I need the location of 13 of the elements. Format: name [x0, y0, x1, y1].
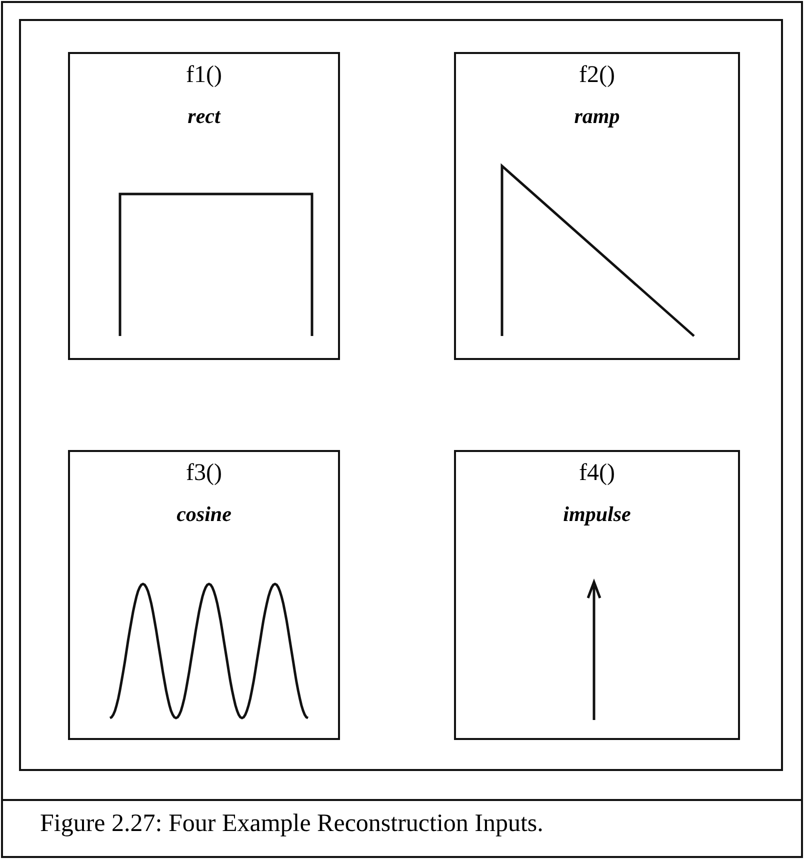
- waveform-name: cosine: [176, 502, 232, 527]
- waveform-name: impulse: [563, 502, 631, 527]
- function-box: [454, 52, 740, 360]
- function-name: f4(): [579, 460, 615, 487]
- function-box: [454, 450, 740, 740]
- waveform-name: rect: [188, 104, 220, 129]
- waveform-name: ramp: [574, 104, 620, 129]
- function-name: f3(): [186, 460, 222, 487]
- function-name: f1(): [186, 62, 222, 89]
- function-name: f2(): [579, 62, 615, 89]
- figure-caption: Figure 2.27: Four Example Reconstruction Inputs.: [40, 810, 544, 838]
- function-box: [68, 450, 340, 740]
- function-box: [68, 52, 340, 360]
